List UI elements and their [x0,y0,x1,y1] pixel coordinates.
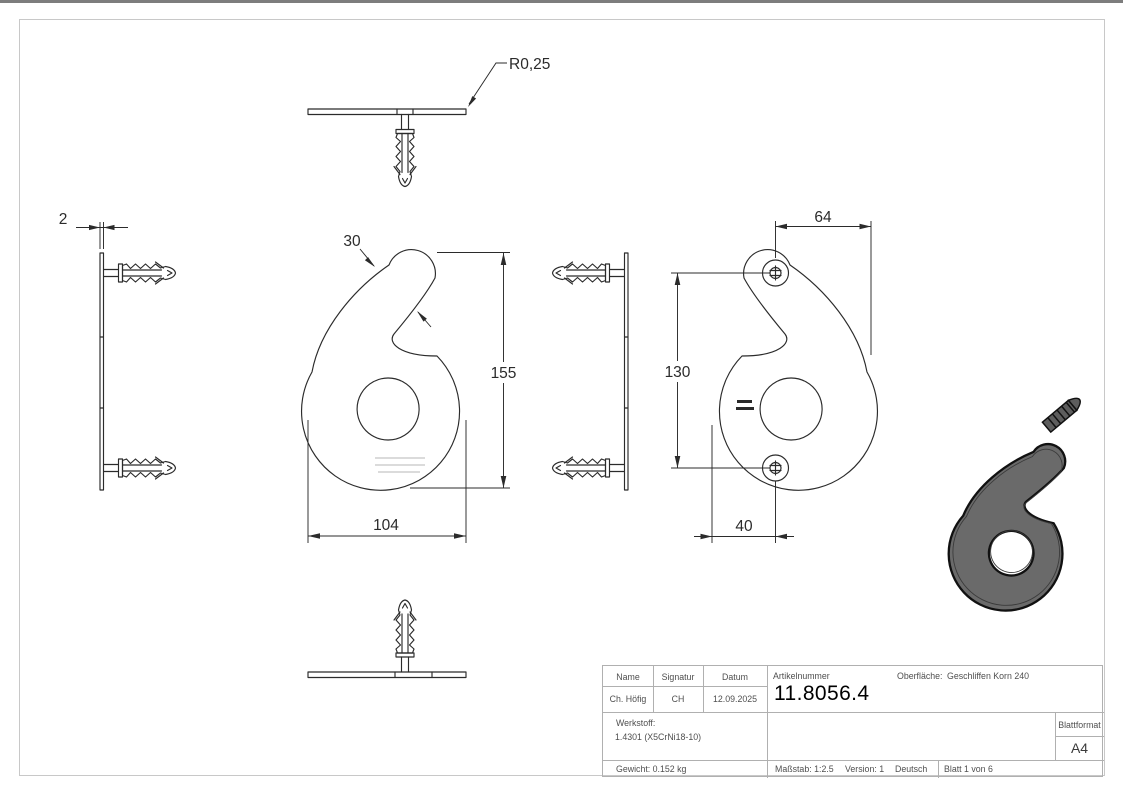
sprache-value: Deutsch [895,764,928,774]
datum-value: 12.09.2025 [712,694,758,704]
wall-plug-left-top [102,261,177,285]
engraving-mark [375,457,425,473]
dim-hole-spacing: 130 [661,272,770,469]
dim-radius: R0,25 [468,56,550,107]
version-value: Version: 1 [845,764,885,774]
blatt-value: Blatt 1 von 6 [944,764,993,774]
title-block: Name Signatur Datum Artikelnummer Oberfl… [602,665,1104,778]
wall-plug-left-bottom [102,456,177,480]
sheet-top-bar [0,0,1123,3]
signatur-value: CH [671,694,685,704]
dim-width-label: 104 [373,517,399,534]
dim-stroke-width: 30 [343,233,432,328]
oberflaeche-label: Oberfläche: [897,671,943,681]
blattformat-value: A4 [1070,740,1089,756]
view-back: 64 130 40 [661,209,878,543]
name-value: Ch. Höfig [609,694,647,704]
dim-thickness: 2 [59,211,128,249]
wall-plug-middle-top [551,261,626,285]
plate-bottom-view [307,671,467,679]
view-top: R0,25 [307,56,550,188]
view-side-middle [551,252,629,491]
dim-height: 155 [410,252,519,489]
view-front: 30 155 104 [300,233,519,543]
signatur-header: Signatur [661,672,695,682]
wall-plug-top-view [393,113,417,188]
werkstoff-value: 1.4301 (X5CrNi18-10) [615,732,702,742]
dim-hole-offset-bottom-label: 40 [735,518,753,535]
plate-side-left [99,252,105,491]
gewicht-value: Gewicht: 0.152 kg [616,764,687,774]
dim-radius-label: R0,25 [509,56,550,73]
dim-hole-offset-top: 64 [775,209,872,355]
name-header: Name [616,672,640,682]
wall-plug-middle-bottom [551,456,626,480]
dim-height-label: 155 [491,365,517,382]
dim-thickness-label: 2 [59,211,68,228]
plate-side-middle [623,252,629,491]
oberflaeche-value: Geschliffen Korn 240 [947,671,1029,681]
plate-top-view [307,108,467,116]
sheet-border-frame [19,19,1105,776]
wall-plug-bottom-view [393,599,417,673]
dim-hole-offset-bottom: 40 [694,425,794,543]
view-3d [936,397,1087,623]
wall-plug-3d [1041,397,1081,434]
artikelnummer-header: Artikelnummer [773,671,830,681]
artikelnummer-value: 11.8056.4 [774,682,870,705]
massstab-value: Maßstab: 1:2.5 [775,764,834,774]
dim-hole-spacing-label: 130 [665,364,691,381]
datum-header: Datum [722,672,748,682]
view-bottom [307,599,467,679]
dim-hole-offset-top-label: 64 [814,209,832,226]
numeral-six-back-outline [718,249,878,491]
view-side-left: 2 [59,211,177,491]
dim-width: 104 [307,420,467,543]
numeral-six-outline [300,249,461,491]
micro-marking [736,400,754,410]
dim-stroke-width-label: 30 [343,233,361,250]
blattformat-label: Blattformat [1058,720,1101,730]
werkstoff-label: Werkstoff: [616,718,656,728]
